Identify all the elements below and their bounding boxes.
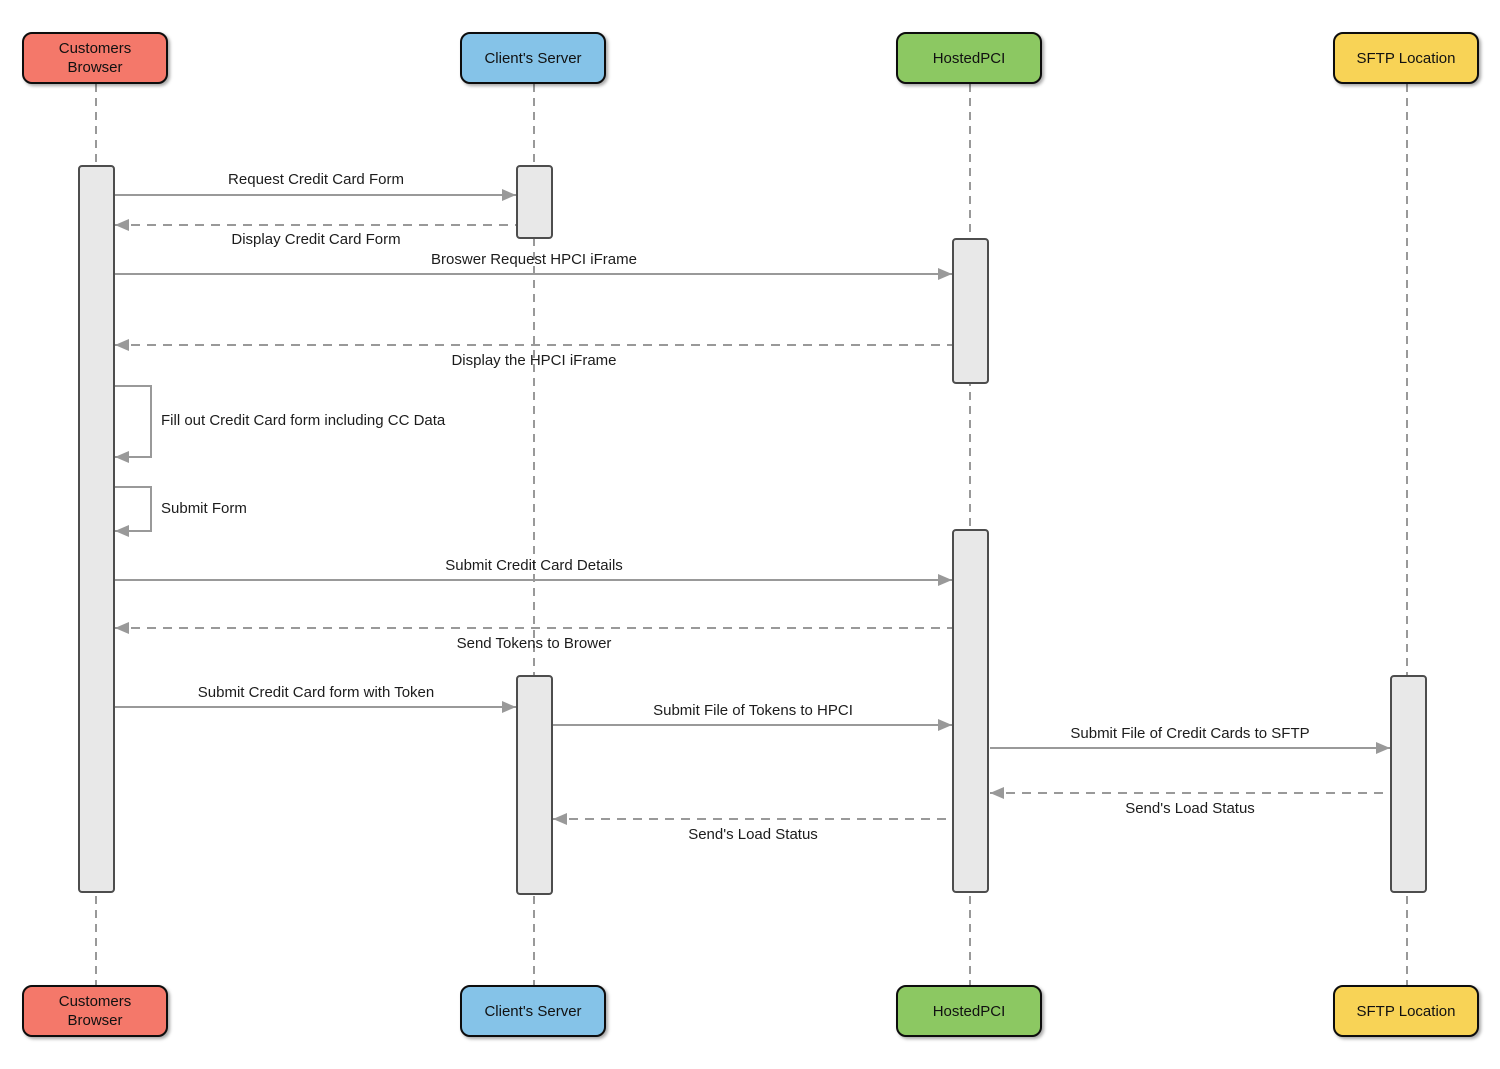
browser-request-iframe-arrowhead-icon xyxy=(938,268,952,280)
display-iframe-label: Display the HPCI iFrame xyxy=(451,352,617,369)
display-cc-form-arrowhead-icon xyxy=(115,219,129,231)
submit-form-self-loop xyxy=(115,486,152,532)
activation-bar-customers-browser xyxy=(78,165,115,893)
actor-box-top-customers-browser: Customers Browser xyxy=(22,32,168,84)
submit-file-tokens-arrowhead-icon xyxy=(938,719,952,731)
hpci-load-status-arrowhead-icon xyxy=(553,813,567,825)
browser-request-iframe-label: Broswer Request HPCI iFrame xyxy=(431,251,637,268)
submit-form-label: Submit Form xyxy=(161,500,247,517)
submit-cc-details-arrowhead-icon xyxy=(938,574,952,586)
actor-box-top-hostedpci: HostedPCI xyxy=(896,32,1042,84)
actor-label: HostedPCI xyxy=(932,49,1006,67)
submit-file-tokens-label: Submit File of Tokens to HPCI xyxy=(653,702,853,719)
display-cc-form-label: Display Credit Card Form xyxy=(231,231,401,248)
fill-cc-form-self-loop xyxy=(115,385,152,458)
send-tokens-arrow-line xyxy=(115,627,952,629)
activation-bar-hostedpci-1 xyxy=(952,238,989,384)
lifeline-sftp-location xyxy=(1406,84,1408,985)
actor-label: Customers Browser xyxy=(58,40,132,76)
submit-file-cards-arrow-line xyxy=(990,747,1390,749)
sftp-load-status-arrowhead-icon xyxy=(990,787,1004,799)
actor-label: SFTP Location xyxy=(1356,49,1456,67)
actor-label: Client's Server xyxy=(484,49,582,67)
request-cc-form-label: Request Credit Card Form xyxy=(228,171,404,188)
fill-cc-form-arrowhead-icon xyxy=(115,451,129,463)
send-tokens-arrowhead-icon xyxy=(115,622,129,634)
submit-cc-form-token-arrow-line xyxy=(115,706,516,708)
activation-bar-hostedpci-2 xyxy=(952,529,989,893)
activation-bar-clients-server-1 xyxy=(516,165,553,239)
actor-label: Client's Server xyxy=(484,1002,582,1020)
actor-box-top-clients-server: Client's Server xyxy=(460,32,606,84)
submit-file-cards-label: Submit File of Credit Cards to SFTP xyxy=(1070,725,1310,742)
submit-cc-details-label: Submit Credit Card Details xyxy=(445,557,623,574)
actor-box-bottom-customers-browser: Customers Browser xyxy=(22,985,168,1037)
submit-cc-details-arrow-line xyxy=(115,579,952,581)
submit-file-tokens-arrow-line xyxy=(553,724,952,726)
request-cc-form-arrow-line xyxy=(115,194,516,196)
activation-bar-clients-server-2 xyxy=(516,675,553,895)
actor-box-bottom-hostedpci: HostedPCI xyxy=(896,985,1042,1037)
hpci-load-status-label: Send's Load Status xyxy=(688,826,818,843)
activation-bar-sftp-location xyxy=(1390,675,1427,893)
submit-cc-form-token-label: Submit Credit Card form with Token xyxy=(197,684,435,701)
send-tokens-label: Send Tokens to Brower xyxy=(456,635,612,652)
browser-request-iframe-arrow-line xyxy=(115,273,952,275)
hpci-load-status-arrow-line xyxy=(553,818,952,820)
actor-box-top-sftp-location: SFTP Location xyxy=(1333,32,1479,84)
actor-box-bottom-clients-server: Client's Server xyxy=(460,985,606,1037)
actor-label: Customers Browser xyxy=(58,993,132,1029)
display-iframe-arrowhead-icon xyxy=(115,339,129,351)
sftp-load-status-label: Send's Load Status xyxy=(1125,800,1255,817)
submit-file-cards-arrowhead-icon xyxy=(1376,742,1390,754)
display-cc-form-arrow-line xyxy=(115,224,516,226)
display-iframe-arrow-line xyxy=(115,344,952,346)
sftp-load-status-arrow-line xyxy=(990,792,1390,794)
actor-box-bottom-sftp-location: SFTP Location xyxy=(1333,985,1479,1037)
actor-label: SFTP Location xyxy=(1356,1002,1456,1020)
fill-cc-form-label: Fill out Credit Card form including CC D… xyxy=(161,412,446,429)
request-cc-form-arrowhead-icon xyxy=(502,189,516,201)
actor-label: HostedPCI xyxy=(932,1002,1006,1020)
lifeline-clients-server xyxy=(533,84,535,985)
submit-cc-form-token-arrowhead-icon xyxy=(502,701,516,713)
submit-form-arrowhead-icon xyxy=(115,525,129,537)
